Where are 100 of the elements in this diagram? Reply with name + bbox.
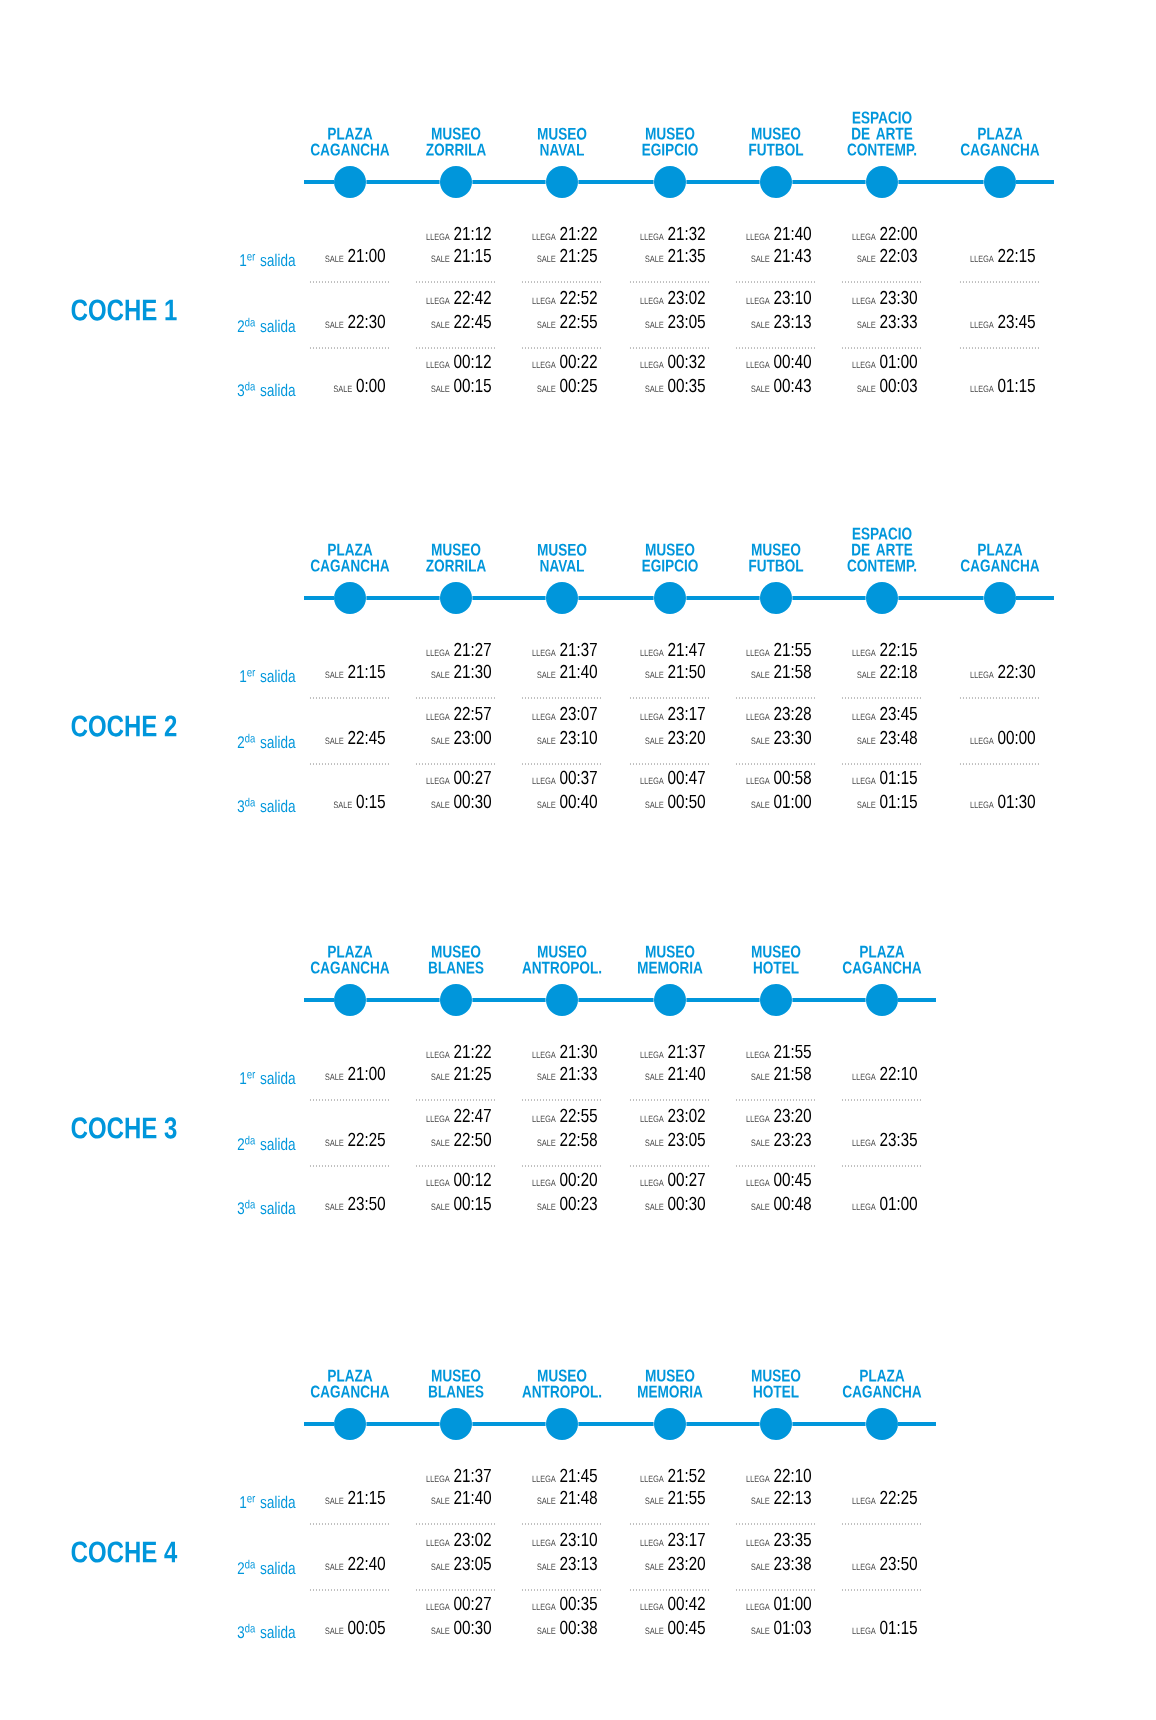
trip-label: 1$^{er}$ salida [240,1071,296,1085]
route-line [898,180,984,184]
route-line [792,998,866,1002]
stop-time: 23:10 [774,290,811,305]
stop-time: 00:42 [668,1596,705,1611]
stop-time: 22:45 [454,314,491,329]
stop-time: 21:40 [668,1066,705,1081]
stop-time: 0:00 [356,378,385,393]
stop-time: 22:00 [880,226,917,241]
stop-name: PLAZA CAGANCHA [960,127,1040,156]
stop-time: 23:05 [668,1132,705,1147]
route-line [366,998,440,1002]
stop-time: 22:55 [560,1108,597,1123]
stop-time: 00:30 [454,1620,491,1635]
stop-time: 21:37 [454,1468,491,1483]
trip-label: 1$^{er}$ salida [240,253,296,267]
stop-time: 22:03 [880,248,917,263]
stop-time: 23:48 [880,730,917,745]
stop-time: 21:32 [668,226,705,241]
stop-time: 00:45 [668,1620,705,1635]
stop-time: 22:50 [454,1132,491,1147]
stop-time: 00:35 [668,378,705,393]
stop-time: 23:50 [880,1556,917,1571]
stop-time: 23:05 [668,314,705,329]
stop-time: 01:15 [880,794,917,809]
stop-name: MUSEO HOTEL [751,1369,801,1398]
route-line [898,596,984,600]
stop-name: PLAZA CAGANCHA [310,127,390,156]
stop-time: 22:42 [454,290,491,304]
stop-time: 23:13 [774,314,811,329]
route-line [472,180,546,184]
route-line [366,596,440,600]
trip-label: 1$^{er}$ salida [240,669,296,683]
stop-time: 23:13 [560,1556,597,1571]
stop-name: MUSEO MEMORIA [638,945,703,974]
stop-time: 23:45 [998,314,1035,329]
stop-time: 23:00 [454,730,491,745]
stop-time: 23:23 [774,1132,811,1147]
stop-time: 21:58 [774,664,811,679]
stop-time: 23:17 [668,706,705,721]
stop-name: MUSEO ANTROPOL. [522,1369,602,1398]
stop-name: MUSEO NAVAL [537,543,587,572]
bus-label: COCHE 1 [71,299,177,321]
stop-time: 22:18 [880,664,917,679]
stop-name: PLAZA CAGANCHA [310,543,390,572]
trip-label: 3$^{da}$ salida [237,797,296,813]
route-line [686,596,760,600]
stop-time: 21:45 [560,1468,597,1483]
stop-time: 22:25 [880,1490,917,1505]
stop-time: 00:15 [454,1196,491,1211]
stop-time: 00:22 [560,354,597,369]
stop-time: 21:48 [560,1490,597,1505]
stop-time: 21:15 [348,664,385,679]
stop-name: MUSEO MEMORIA [638,1369,703,1398]
stop-time: 01:00 [774,794,811,809]
stop-name: MUSEO FUTBOL [749,543,804,572]
trip-label: 3$^{da}$ salida [237,381,296,397]
stop-time: 21:30 [560,1044,597,1059]
bus-label: COCHE 4 [71,1541,178,1563]
stop-time: 21:25 [454,1066,491,1081]
stop-time: 00:45 [774,1172,811,1187]
stop-time: 00:25 [560,378,597,393]
stop-time: 23:30 [880,290,917,305]
stop-time: 00:27 [454,770,491,785]
trip-label: 3$^{da}$ salida [237,1199,296,1215]
stop-time: 23:10 [560,730,597,745]
stop-time: 00:03 [880,378,917,393]
route-line [578,596,654,600]
stop-time: 22:52 [560,290,597,305]
stop-time: 23:33 [880,314,917,329]
stop-time: 00:48 [774,1196,811,1211]
trip-label: 2$^{da}$ salida [237,1559,296,1575]
stop-time: 00:40 [774,354,811,369]
stop-time: 00:15 [454,378,491,393]
stop-time: 21:47 [668,642,705,656]
stop-time: 23:35 [774,1532,811,1547]
stop-time: 00:00 [998,730,1035,745]
stop-time: 00:35 [560,1596,597,1611]
stop-time: 21:40 [774,226,811,241]
stop-time: 21:00 [348,1066,385,1081]
stop-time: 21:40 [454,1490,491,1505]
stop-time: 01:00 [880,354,917,369]
stop-name: MUSEO ANTROPOL. [522,945,602,974]
stop-time: 01:15 [880,770,917,785]
stop-name: MUSEO NAVAL [537,127,587,156]
stop-time: 22:15 [998,248,1035,263]
stop-name: MUSEO ZORRILA [426,543,486,572]
stop-time: 22:15 [880,642,917,657]
stop-time: 00:50 [668,794,705,809]
stop-time: 23:38 [774,1556,811,1571]
stop-name: PLAZA CAGANCHA [842,945,922,974]
stop-time: 23:17 [668,1532,705,1547]
stop-time: 23:20 [668,730,705,745]
route-line [578,180,654,184]
stop-time: 21:55 [774,1044,811,1059]
stop-time: 23:02 [454,1532,491,1547]
stop-time: 23:50 [348,1196,385,1211]
trip-label: 2$^{da}$ salida [237,733,296,749]
stop-time: 23:20 [774,1108,811,1123]
stop-time: 21:33 [560,1066,597,1081]
